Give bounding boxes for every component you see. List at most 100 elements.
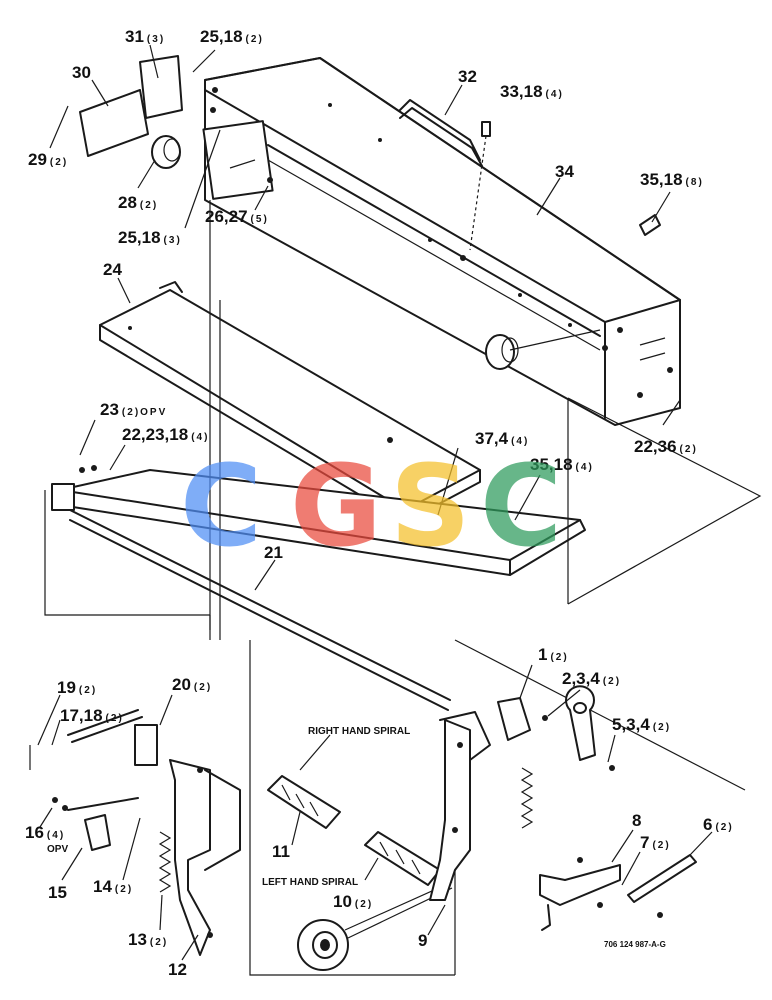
fastener-35-18-right	[639, 214, 661, 236]
callout-num: 1	[538, 645, 547, 664]
watermark-letter: C	[180, 442, 262, 572]
svg-text:25,18(2): 25,18(2)	[200, 27, 264, 46]
callout-qty: (2)	[680, 444, 698, 455]
svg-text:28(2): 28(2)	[118, 193, 158, 212]
center-arm-9	[429, 711, 491, 901]
svg-text:15: 15	[48, 883, 67, 902]
trough-channel	[51, 465, 586, 576]
callout-qty: (3)	[147, 34, 165, 45]
bearing-10	[297, 881, 453, 971]
svg-text:7(2): 7(2)	[640, 833, 671, 852]
callout-qty: (2)	[79, 685, 97, 696]
callout-num: 7	[640, 833, 649, 852]
watermark: C G S C	[180, 442, 562, 572]
svg-text:34: 34	[555, 162, 574, 181]
callout-qty: (3)	[164, 235, 182, 246]
callout-num: 35,18	[640, 170, 683, 189]
callout-num: 22,36	[634, 437, 677, 456]
svg-text:20(2): 20(2)	[172, 675, 212, 694]
callout-num: 28	[118, 193, 137, 212]
callout-num: 11	[272, 842, 290, 861]
callout-num: 33,18	[500, 82, 543, 101]
housing-34	[202, 57, 681, 426]
svg-text:22,23,18(4): 22,23,18(4)	[122, 425, 209, 444]
callout-num: 25,18	[118, 228, 161, 247]
callout-num: 20	[172, 675, 191, 694]
svg-text:5,3,4(2): 5,3,4(2)	[612, 715, 671, 734]
callout-qty: (4)	[191, 432, 209, 443]
callout-qty: (4)	[511, 436, 529, 447]
callout-num: 17,18	[60, 706, 103, 725]
svg-text:26,27(5): 26,27(5)	[205, 207, 269, 226]
callout-num: 6	[703, 815, 712, 834]
watermark-letter: C	[480, 442, 562, 572]
left-hand-spiral-label: LEFT HAND SPIRAL	[262, 877, 358, 888]
svg-text:35,18(4): 35,18(4)	[530, 455, 594, 474]
callout-qty: (2)	[194, 682, 212, 693]
callout-qty: (2)	[106, 713, 124, 724]
plate-30	[79, 55, 183, 169]
svg-text:30: 30	[72, 63, 91, 82]
svg-text:17,18(2): 17,18(2)	[60, 706, 124, 725]
callout-num: 22,23,18	[122, 425, 188, 444]
svg-text:19(2): 19(2)	[57, 678, 97, 697]
callout-qty: (2)	[50, 157, 68, 168]
callout-num: 19	[57, 678, 76, 697]
callout-qty: (4)	[546, 89, 564, 100]
svg-text:1(2): 1(2)	[538, 645, 569, 664]
bracket-32	[399, 99, 483, 167]
svg-text:12: 12	[168, 960, 187, 979]
callout-qty: (5)	[251, 214, 269, 225]
spiral-rollers	[267, 775, 441, 886]
callout-qty: (2)	[715, 822, 733, 833]
left-arm-assembly	[29, 709, 241, 956]
callout-qty: (2)	[603, 676, 621, 687]
callout-num: 14	[93, 877, 112, 896]
callout-qty: (2)	[246, 34, 264, 45]
svg-text:13(2): 13(2)	[128, 930, 168, 949]
callout-num: 12	[168, 960, 187, 979]
callout-num: 21	[264, 543, 283, 562]
figure-id: 706 124 987-A-G	[604, 940, 666, 949]
leader-arrows	[37, 44, 713, 961]
svg-text:2,3,4(2): 2,3,4(2)	[562, 669, 621, 688]
callout-num: 25,18	[200, 27, 243, 46]
roller-inside-housing	[485, 329, 601, 370]
svg-text:37,4(4): 37,4(4)	[475, 429, 529, 448]
callout-num: 23	[100, 400, 119, 419]
callout-qty: (4)	[47, 830, 65, 841]
callout-qty: (2)	[550, 652, 568, 663]
callout-num: 35,18	[530, 455, 573, 474]
right-arm-assembly	[497, 685, 697, 931]
callout-qty: (2)	[355, 899, 373, 910]
callout-qty: (2)OPV	[122, 407, 167, 418]
svg-text:25,18(3): 25,18(3)	[118, 228, 182, 247]
callout-labels: 31(3) 25,18(2) 30 29(2) 28(2) 25,18(3) 2…	[25, 27, 734, 979]
svg-text:32: 32	[458, 67, 477, 86]
callout-num: 24	[103, 260, 122, 279]
right-hand-spiral-label: RIGHT HAND SPIRAL	[308, 726, 410, 737]
callout-num: 13	[128, 930, 147, 949]
callout-num: 5,3,4	[612, 715, 650, 734]
svg-text:21: 21	[264, 543, 283, 562]
callout-qty: (2)	[652, 840, 670, 851]
svg-text:24: 24	[103, 260, 122, 279]
svg-text:6(2): 6(2)	[703, 815, 734, 834]
svg-text:31(3): 31(3)	[125, 27, 165, 46]
svg-text:23(2)OPV: 23(2)OPV	[100, 400, 167, 419]
callout-num: 16	[25, 823, 44, 842]
callout-num: 30	[72, 63, 91, 82]
svg-text:OPV: OPV	[47, 844, 68, 855]
callout-num: 10	[333, 892, 352, 911]
svg-text:35,18(8): 35,18(8)	[640, 170, 704, 189]
watermark-letter: G	[290, 442, 382, 572]
callout-qty: (2)	[115, 884, 133, 895]
svg-text:33,18(4): 33,18(4)	[500, 82, 564, 101]
callout-num: 15	[48, 883, 67, 902]
svg-text:10(2): 10(2)	[333, 892, 373, 911]
callout-qty: (4)	[576, 462, 594, 473]
bolt-33-18	[469, 121, 491, 251]
callout-num: 9	[418, 931, 427, 950]
